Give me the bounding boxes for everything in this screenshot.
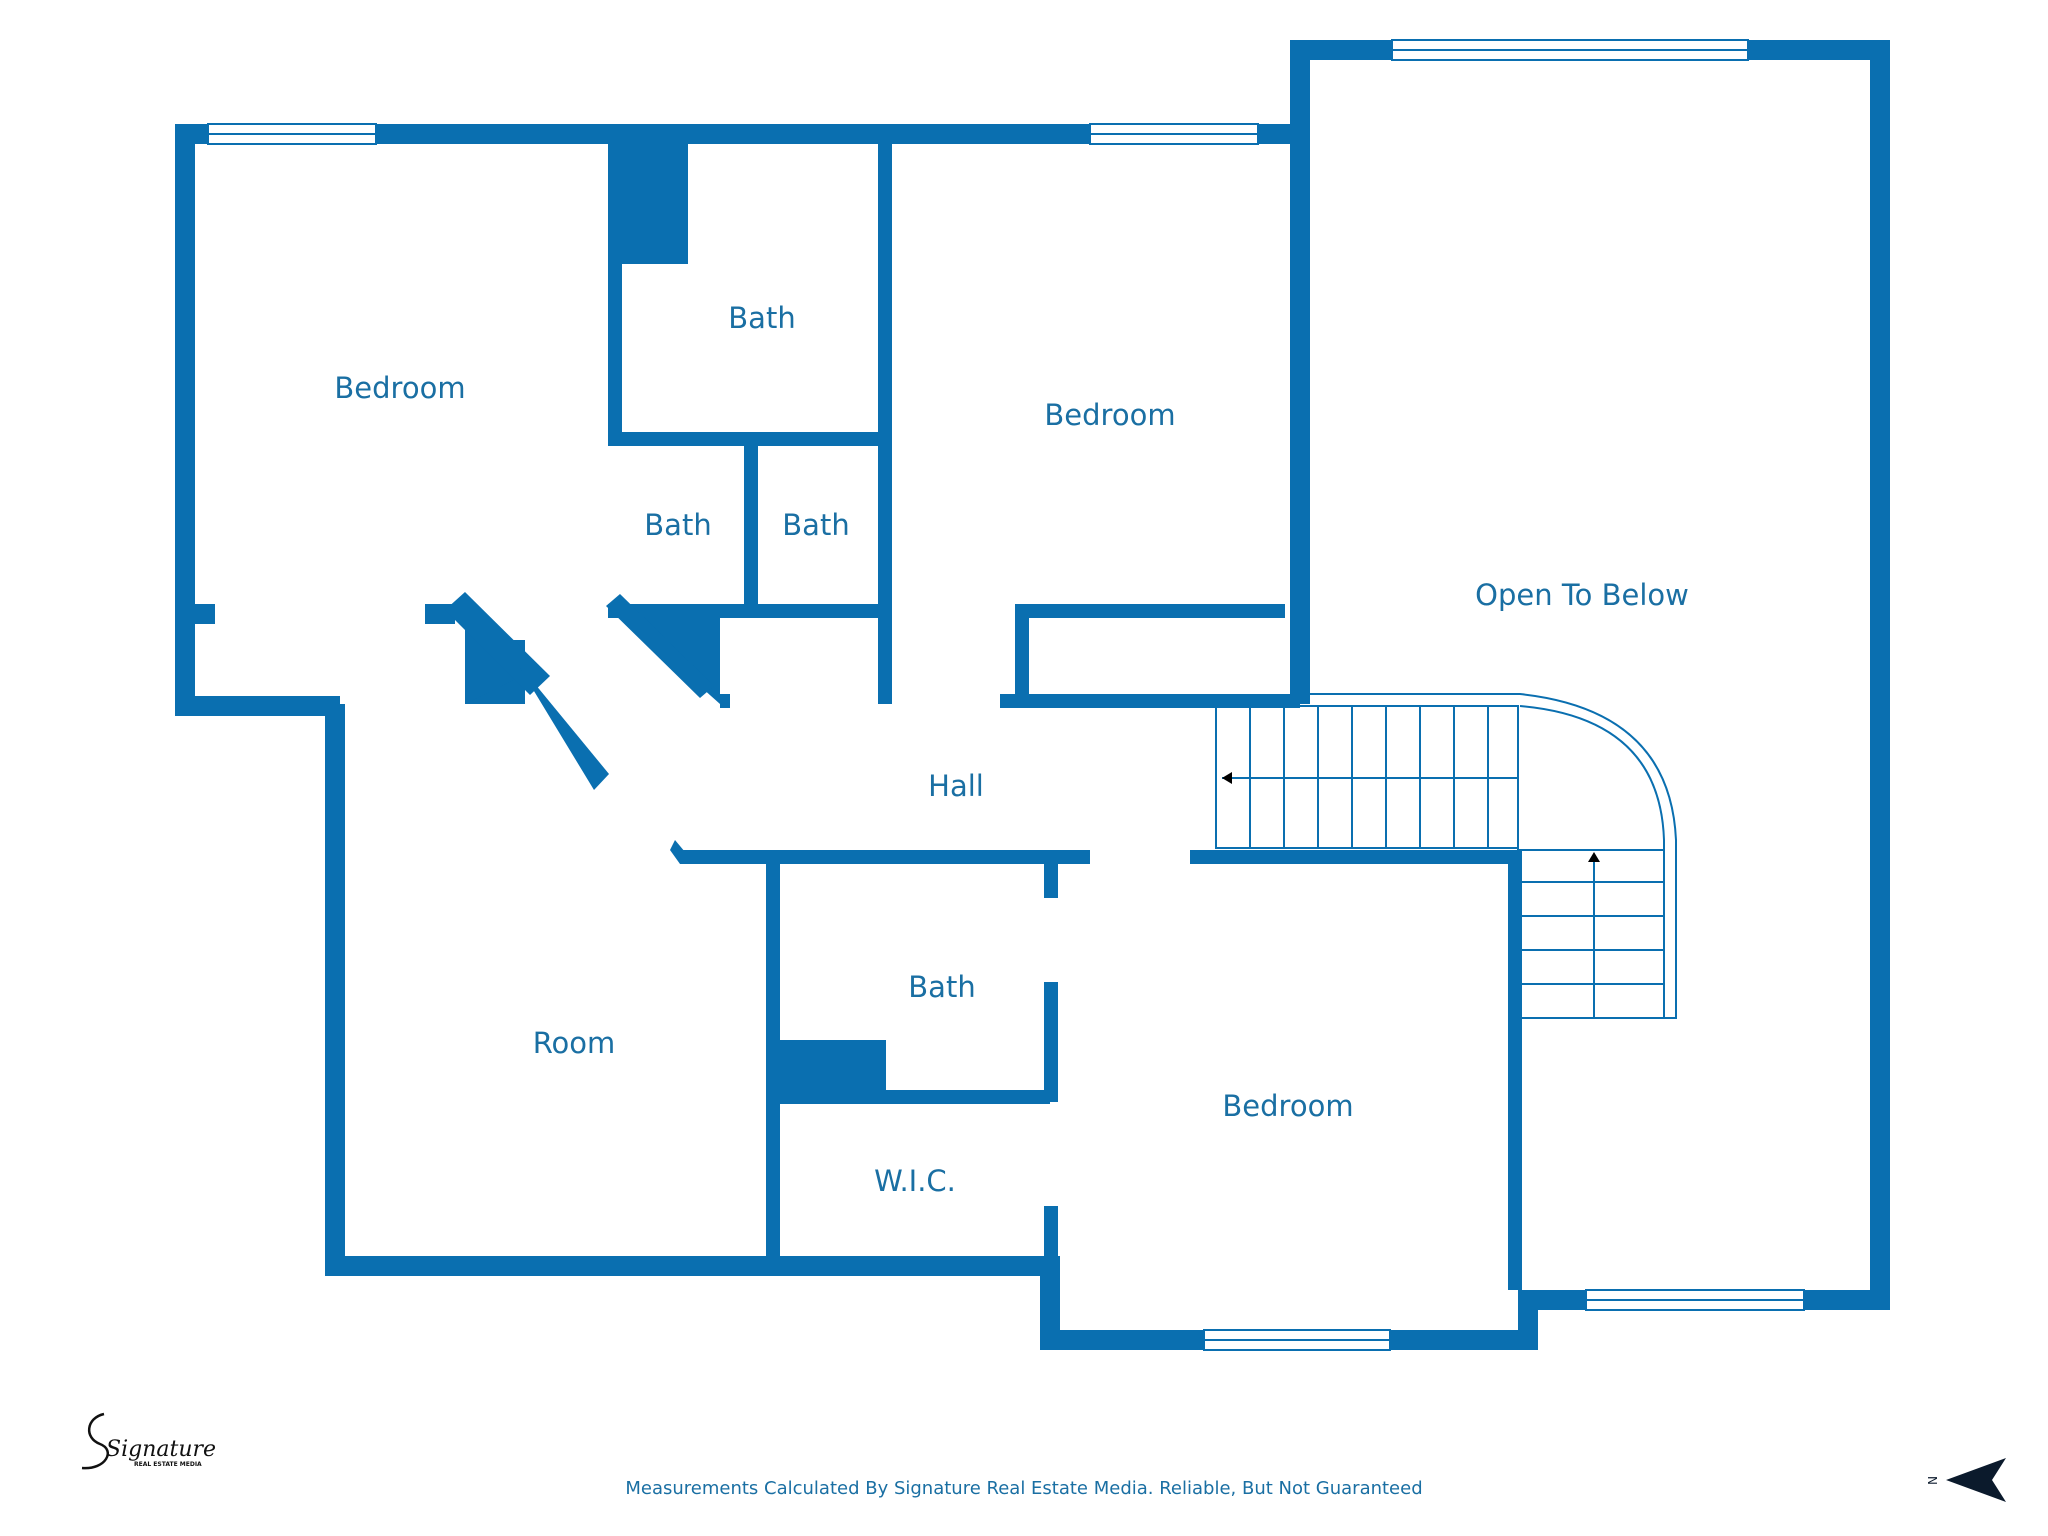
walls <box>175 40 1890 1350</box>
label-open-to-below: Open To Below <box>1475 578 1689 612</box>
label-bedroom-nw: Bedroom <box>334 371 465 405</box>
label-bath-small-left: Bath <box>644 508 711 542</box>
north-label: N <box>1926 1476 1939 1485</box>
label-bath-small-right: Bath <box>782 508 849 542</box>
logo-subtext: REAL ESTATE MEDIA <box>134 1461 202 1468</box>
signature-logo-icon: Signature REAL ESTATE MEDIA <box>76 1408 216 1478</box>
label-bedroom-se: Bedroom <box>1222 1089 1353 1123</box>
label-bath-lower: Bath <box>908 970 975 1004</box>
label-wic: W.I.C. <box>874 1164 956 1198</box>
windows <box>207 39 1805 1351</box>
label-room: Room <box>533 1026 616 1060</box>
label-hall: Hall <box>928 769 984 803</box>
label-bedroom-ne: Bedroom <box>1044 398 1175 432</box>
footer-note: Measurements Calculated By Signature Rea… <box>625 1478 1423 1499</box>
logo-text: Signature <box>106 1437 216 1462</box>
north-arrow-icon: N <box>1925 1450 2026 1510</box>
label-bath-top: Bath <box>728 301 795 335</box>
staircase <box>1215 693 1677 1019</box>
stair-arrows <box>1222 772 1600 862</box>
